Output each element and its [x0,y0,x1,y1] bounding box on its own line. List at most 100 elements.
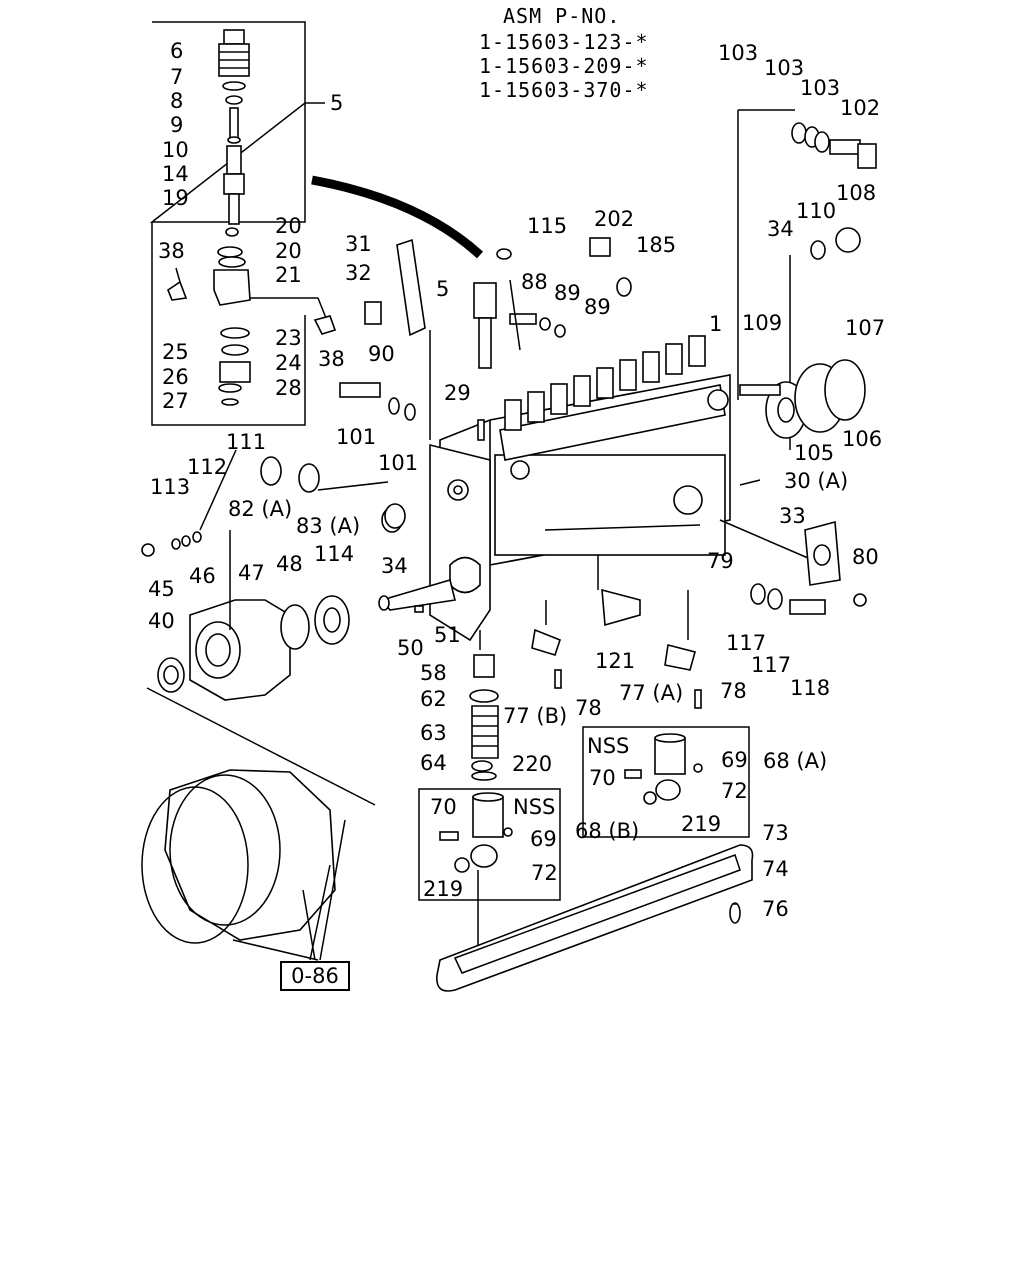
callout-88: 88 [521,270,548,294]
callout-58: 58 [420,661,447,685]
callout-74: 74 [762,857,789,881]
callout-20-a: 20 [275,214,302,238]
drive-housing [157,456,403,701]
callout-10: 10 [162,138,189,162]
callout-103-c: 103 [800,76,841,100]
callout-78-b: 78 [720,679,747,703]
callout-5-inset: 5 [330,91,344,115]
callout-72-a: 72 [721,779,748,803]
callout-109: 109 [742,311,783,335]
callout-25: 25 [162,340,189,364]
nss-label-68a: NSS [587,734,630,758]
callout-114: 114 [314,542,355,566]
callout-47: 47 [238,561,265,585]
nss-68b-box [418,788,561,901]
callout-32: 32 [345,261,372,285]
callout-69-a: 69 [721,748,748,772]
callout-110: 110 [796,199,837,223]
callout-33: 33 [779,504,806,528]
asm-part-number-1: 1-15603-123-* [479,30,649,54]
callout-112: 112 [187,455,228,479]
callout-102: 102 [840,96,881,120]
callout-30-a: 30 (A) [784,469,849,493]
callout-69-b: 69 [530,827,557,851]
callout-113: 113 [150,475,191,499]
callout-50: 50 [397,636,424,660]
leader-lines [531,109,877,709]
callout-9: 9 [170,113,184,137]
cover-plate [436,844,754,992]
callout-117-b: 117 [751,653,792,677]
left-leader-lines [141,237,632,630]
callout-45: 45 [148,577,175,601]
asm-part-number-title: ASM P-NO. [503,4,621,28]
callout-40: 40 [148,609,175,633]
callout-89-b: 89 [584,295,611,319]
callout-28: 28 [275,376,302,400]
callout-72-b: 72 [531,861,558,885]
callout-77-a: 77 (A) [619,681,684,705]
callout-23: 23 [275,326,302,350]
nss-label-68b: NSS [513,795,556,819]
callout-89-a: 89 [554,281,581,305]
callout-105: 105 [794,441,835,465]
callout-46: 46 [189,564,216,588]
callout-103-a: 103 [718,41,759,65]
callout-8: 8 [170,89,184,113]
roller-tappet-68a [624,733,703,805]
roller-tappet-68b [439,792,513,960]
callout-78-a: 78 [575,696,602,720]
callout-64: 64 [420,751,447,775]
callout-70-b: 70 [430,795,457,819]
callout-14: 14 [162,162,189,186]
callout-115: 115 [527,214,568,238]
callout-6: 6 [170,39,184,63]
callout-70-a: 70 [589,766,616,790]
callout-79: 79 [707,549,734,573]
asm-part-number-3: 1-15603-370-* [479,78,649,102]
callout-111: 111 [226,430,267,454]
callout-26: 26 [162,365,189,389]
nss-68a-box [582,726,750,838]
callout-117-a: 117 [726,631,767,655]
callout-106: 106 [842,427,883,451]
callout-29: 29 [444,381,471,405]
injection-pump-body [378,335,731,642]
callout-38-a: 38 [158,239,185,263]
reference-box-0-86[interactable]: 0-86 [280,961,350,991]
callout-34-b: 34 [381,554,408,578]
callout-62: 62 [420,687,447,711]
callout-34-a: 34 [767,217,794,241]
callout-19: 19 [162,186,189,210]
assembly-arrow [311,175,484,259]
callout-38-b: 38 [318,347,345,371]
callout-103-b: 103 [764,56,805,80]
callout-68-b: 68 (B) [575,819,640,843]
callout-101-b: 101 [378,451,419,475]
callout-108: 108 [836,181,877,205]
callout-31: 31 [345,232,372,256]
callout-219-b: 219 [423,877,464,901]
callout-77-b: 77 (B) [503,704,568,728]
callout-68-a: 68 (A) [763,749,828,773]
callout-219-a: 219 [681,812,722,836]
callout-51: 51 [434,623,461,647]
callout-20-b: 20 [275,239,302,263]
asm-part-number-2: 1-15603-209-* [479,54,649,78]
callout-73: 73 [762,821,789,845]
callout-118: 118 [790,676,831,700]
callout-24: 24 [275,351,302,375]
callout-185: 185 [636,233,677,257]
timer-housing [141,687,376,944]
callout-1: 1 [709,312,723,336]
callout-83-a: 83 (A) [296,514,361,538]
callout-220: 220 [512,752,553,776]
callout-48: 48 [276,552,303,576]
callout-107: 107 [845,316,886,340]
nozzle-holder-parts [167,29,337,406]
callout-63: 63 [420,721,447,745]
callout-82-a: 82 (A) [228,497,293,521]
callout-5-pump: 5 [436,277,450,301]
callout-76: 76 [762,897,789,921]
